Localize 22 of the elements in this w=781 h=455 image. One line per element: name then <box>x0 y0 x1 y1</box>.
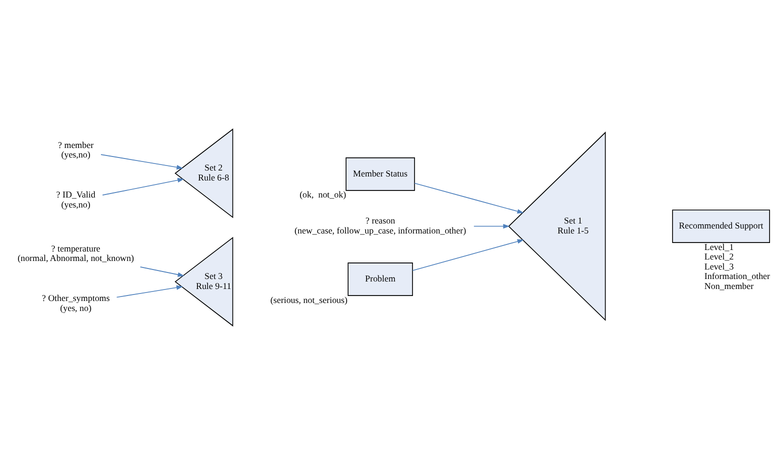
node-label: Information_other <box>704 271 770 282</box>
arrow <box>100 154 184 170</box>
arrow <box>412 239 524 271</box>
node-box: Recommended Support <box>672 210 770 243</box>
node-text: ? ID_Valid (yes,no) <box>56 190 96 210</box>
node-label: Level_1 <box>704 242 734 252</box>
node-label: (serious, not_serious) <box>270 294 348 305</box>
node-label: Non_member <box>704 280 754 291</box>
node-box: Problem <box>348 262 413 296</box>
node-box: Member Status <box>346 157 415 191</box>
node-text: ? temperature (normal, Abnormal, not_known) <box>18 243 134 264</box>
arrow <box>414 182 524 214</box>
arrow <box>140 266 184 277</box>
arrow <box>116 285 184 298</box>
node-text: ? Other_symptoms (yes, no) <box>42 293 110 313</box>
node-text: ? member (yes,no) <box>58 140 94 160</box>
arrow <box>102 178 184 196</box>
node-label: (ok, not_ok) <box>300 190 346 200</box>
node-label: Level_2 <box>704 252 734 262</box>
arrow <box>474 224 510 229</box>
node-label: Level_3 <box>704 261 734 272</box>
node-text: ? reason (new_case, follow_up_case, information_other) <box>294 216 466 236</box>
